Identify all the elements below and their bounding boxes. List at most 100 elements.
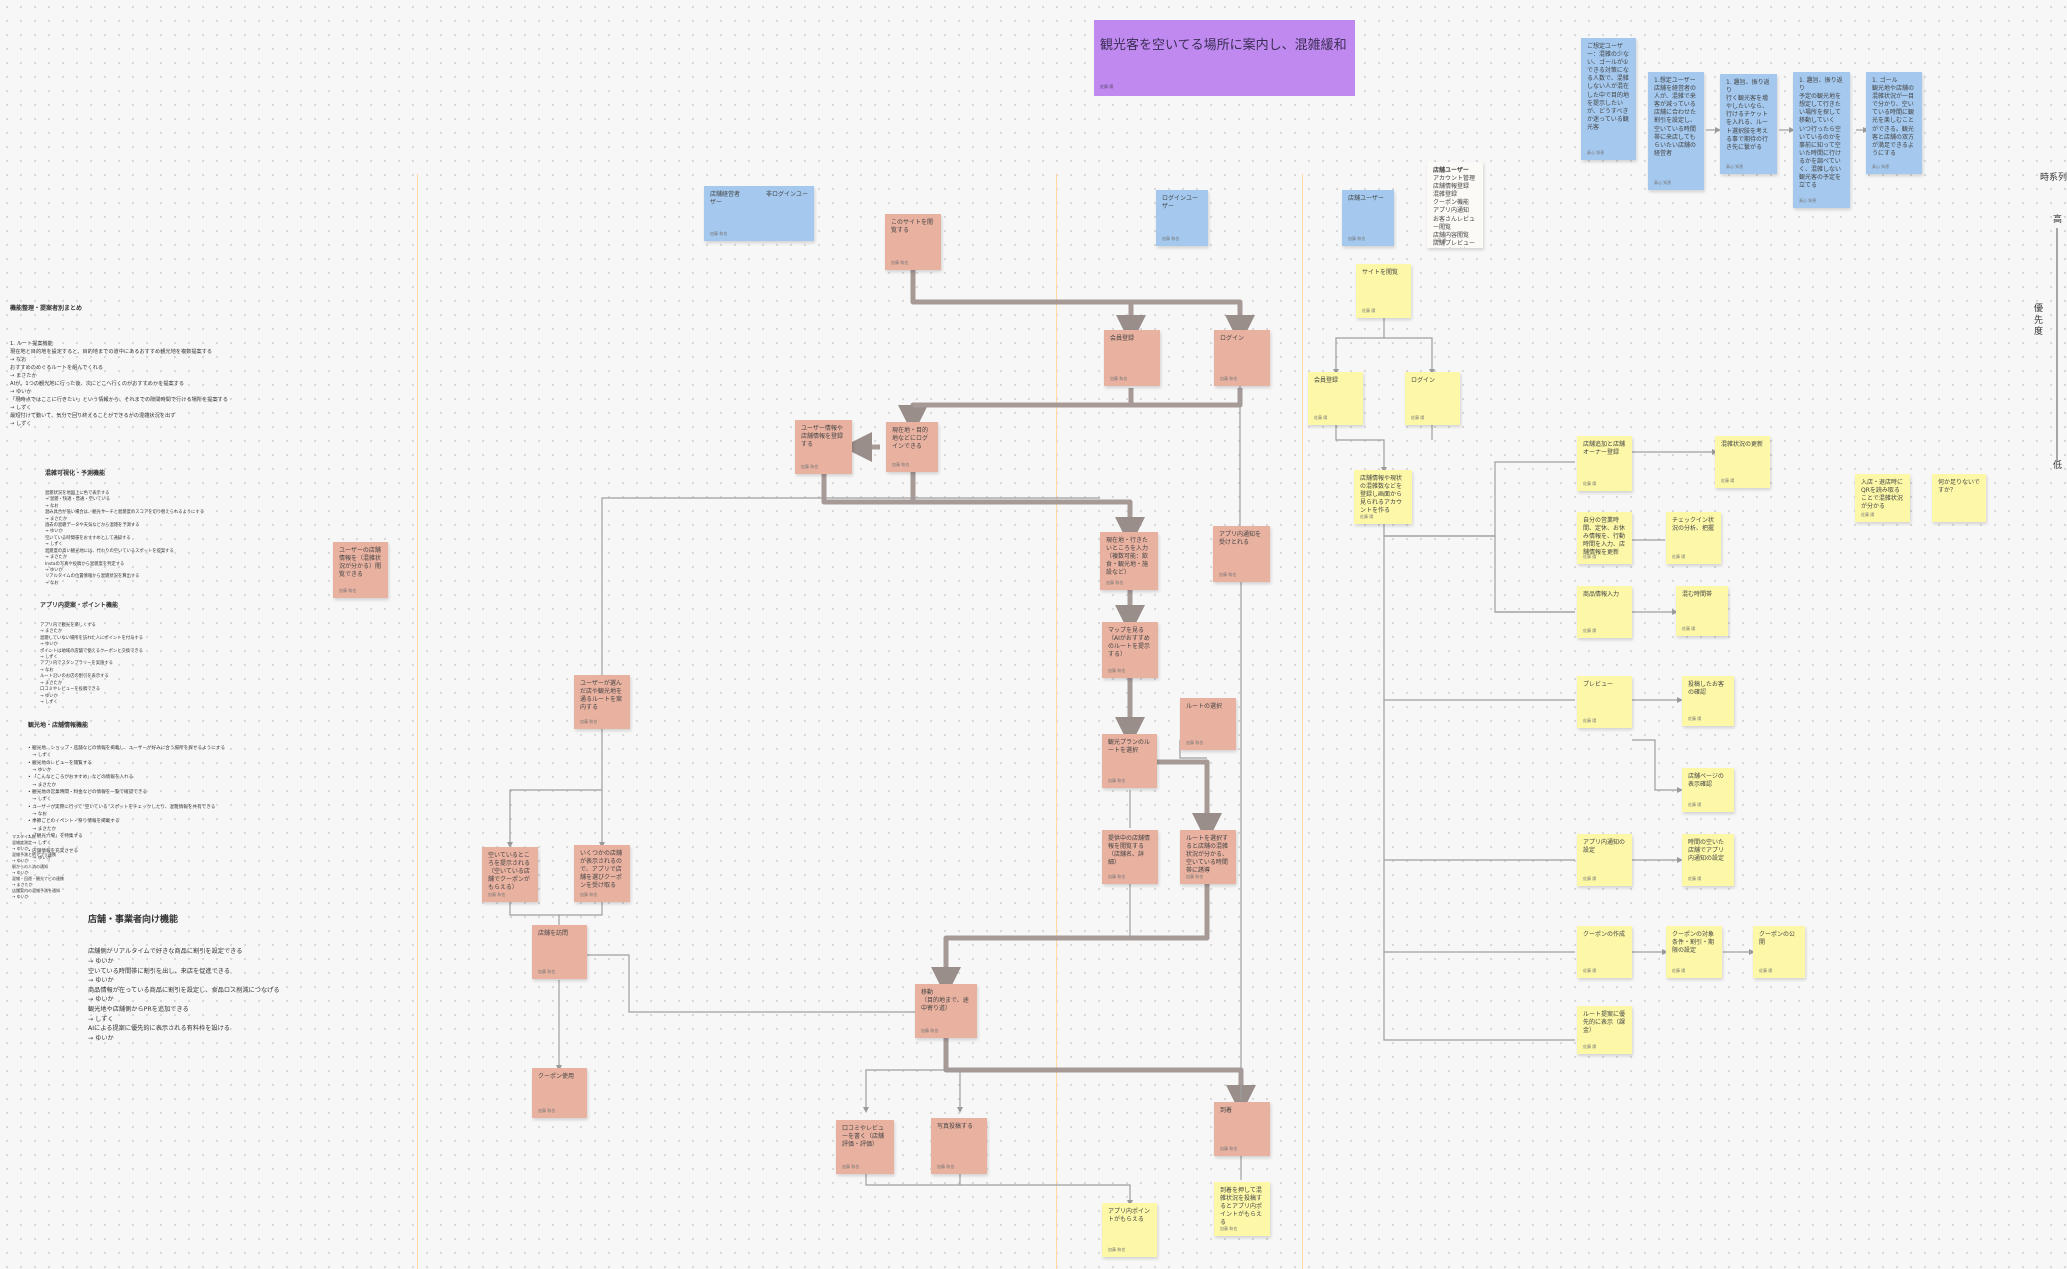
section-line: 駅からの人流の通知 — [12, 864, 48, 869]
idea-note-qr[interactable]: 入店・退店時にQRを読み取ることで混雑状況が分かる佐藤 陽 — [1855, 474, 1910, 522]
section-line: 空いている時間帯をおすすめとして通知する — [45, 535, 131, 541]
section-line: → ゆいか — [40, 642, 58, 648]
section-line: • 「観光穴場」を特集する — [28, 834, 83, 840]
section-line: → ゆいか — [12, 870, 29, 875]
flow-step-visit[interactable]: このサイトを閲覧する加藤 和也 — [885, 214, 941, 270]
flow-step-visit-store[interactable]: 店舗を訪問加藤 和也 — [532, 925, 587, 979]
section-line: → なお — [28, 812, 47, 818]
section-line: → しずく — [88, 1015, 114, 1023]
persona-note[interactable]: 1.想定ユーザー 店舗を経営者の人が、混雑で来客が減っている店舗に合わせた割引を… — [1648, 72, 1704, 190]
flow-step-login[interactable]: ログイン加藤 和也 — [1214, 330, 1270, 386]
store-step-store-info[interactable]: 店舗情報や現状の混雑数などを登録し画面から見られるアカウントを作る佐藤 陽 — [1354, 470, 1412, 524]
store-step-checkin[interactable]: チェックイン状況の分析、把握佐藤 陽 — [1666, 512, 1721, 564]
feature-list-item: 店舗プレビュー — [1433, 239, 1476, 247]
store-step-app-notify[interactable]: アプリ内通知の設定佐藤 陽 — [1577, 834, 1632, 886]
board-title-card[interactable]: 観光客を空いてる場所に案内し、混雑緩和 佐藤 陽 — [1094, 20, 1355, 96]
idea-note-question[interactable]: 何か足りないですか？ — [1932, 474, 1986, 522]
lane-header-store-guest[interactable]: 店舗経営者 非ログインユーザー 加藤 和也 — [704, 186, 814, 241]
store-step-notify-set[interactable]: 時間の空いた店舗でアプリ内通知の設定佐藤 陽 — [1682, 834, 1734, 886]
store-step-review-confirm[interactable]: 投稿したお客の確認佐藤 陽 — [1682, 676, 1734, 726]
persona-note[interactable]: 1. 趣旨、振り返り 行く観光客を増やしたいなら、行けるチケットを入れる、ルート… — [1720, 74, 1777, 174]
store-step-route-priority[interactable]: ルート提案に優先的に表示（課金）佐藤 陽 — [1577, 1006, 1632, 1054]
store-step-site[interactable]: サイトを閲覧佐藤 陽 — [1356, 264, 1411, 318]
store-step-sales[interactable]: 商品情報入力佐藤 陽 — [1577, 586, 1632, 638]
flow-step-view[interactable]: 現在地・目的地などにログインできる加藤 和也 — [886, 422, 938, 472]
persona-note[interactable]: 1. 趣旨、振り返り 予定の観光地を想定して行きたい場所を探して移動していく い… — [1793, 72, 1850, 208]
crowd-visualization-section[interactable]: 混雑可視化・予測機能 混雑状況を地図上に色で表示する→ 混雑・快適・普通・空いて… — [45, 469, 205, 586]
store-business-section[interactable]: 店舗・事業者向け機能 店舗側がリアルタイムで好きな商品に割引を設定できる→ ゆい… — [88, 915, 280, 1042]
section-line: → なお — [45, 503, 59, 509]
flow-step-current-location[interactable]: 現在地・行きたいところを入力（複数可能：飲食・観光地・施設など）加藤 和也 — [1100, 532, 1158, 590]
flow-step-app-notify[interactable]: アプリ内通知を受けとれる加藤 和也 — [1213, 526, 1270, 582]
section-line: 店舗案内の混雑予測を通知 — [12, 888, 60, 893]
app-point-section[interactable]: アプリ内提案・ポイント機能 アプリ内で観光を楽しくする→ まさたか混雑していない… — [40, 601, 143, 705]
section-line: • 観光地のレビューを閲覧する — [28, 760, 92, 766]
flow-step-arrive[interactable]: 到着加藤 和也 — [1214, 1102, 1270, 1156]
section-line: → ゆいか — [28, 856, 52, 862]
flow-step-select-route[interactable]: 観光プランのルートを選択加藤 和也 — [1102, 734, 1157, 788]
store-step-login[interactable]: ログイン佐藤 陽 — [1405, 372, 1460, 425]
section-line: → ゆいか — [45, 568, 63, 573]
section-line: → なお — [45, 580, 59, 586]
priority-low-label: 低 — [2053, 461, 2063, 471]
lane-header-login-user[interactable]: ログインユーザー 加藤 和也 — [1156, 190, 1208, 246]
store-step-coupon-publish[interactable]: クーポンの公開佐藤 陽 — [1753, 926, 1805, 978]
section-line: AIによる提案に優先的に表示される有料枠を設ける — [88, 1025, 230, 1033]
flow-step-want-go[interactable]: 空いているところを提示される（空いている店舗でクーポンがもらえる）加藤 和也 — [482, 847, 538, 902]
flow-step-coupon-use[interactable]: クーポン使用加藤 和也 — [532, 1068, 587, 1118]
section-line: → ゆいか — [88, 977, 114, 985]
flow-step-register[interactable]: 会員登録加藤 和也 — [1104, 330, 1160, 386]
store-step-busy-time[interactable]: 混む時間帯佐藤 陽 — [1676, 586, 1728, 636]
feature-list-item: 店舗内容閲覧 — [1433, 231, 1470, 239]
persona-note[interactable]: 1. ゴール 観光地や店舗の混雑状況が一目で分かり、空いている時間に観光を楽しむ… — [1866, 72, 1922, 174]
flow-step-photo[interactable]: 写真投稿する加藤 和也 — [931, 1118, 987, 1174]
flow-step-reservation[interactable]: ルートを選択すると店舗の混雑状況が分かる、空いている時間帯に誘導加藤 和也 — [1180, 830, 1236, 884]
summary-text[interactable]: 機能整理・提案者別まとめ 1. ルート提案機能現在地と目的地を設定すると、目的地… — [10, 305, 228, 428]
tourism-info-section[interactable]: 観光地・店舗情報機能 • 観光地、ショップ・店舗などの情報を掲載し、ユーザーが好… — [28, 721, 226, 862]
store-step-hours[interactable]: 自分の営業時間、定休、お休み情報を、行動時間を入力、店舗情報を更新佐藤 陽 — [1577, 512, 1632, 564]
misc-notes[interactable]: マスタイム数混雑度測定→ ゆいか混雑予測と他アプリ連携→ ゆいか駅からの人流の通… — [12, 822, 64, 912]
persona-note[interactable]: ご想定ユーザー：混雑の少ない、ゴールが①できる対策になる人数で、混雑しない人が混… — [1581, 38, 1636, 160]
summary-line: → しずく — [10, 405, 32, 412]
section-line: ポイントは地域の店舗で使えるクーポンと交換できる — [40, 648, 143, 654]
section-line: → しずく — [28, 841, 52, 847]
flow-step-route-choice[interactable]: ルートの選択加藤 和也 — [1180, 698, 1236, 750]
section-line: アプリ内で観光を楽しくする — [40, 622, 96, 628]
section-line: → まさたか — [28, 782, 57, 788]
flow-step-move[interactable]: 移動 （目的地まで、途中寄り道）加藤 和也 — [915, 984, 977, 1038]
lane-header-store-user[interactable]: 店舗ユーザー 加藤 和也 — [1342, 190, 1394, 246]
summary-line: AIが、1つの観光地に行った後、次にどこへ行くのがおすすめかを提案する — [10, 380, 185, 387]
store-step-preview[interactable]: プレビュー佐藤 陽 — [1577, 676, 1632, 728]
store-step-register[interactable]: 会員登録佐藤 陽 — [1308, 372, 1363, 425]
store-step-store-add[interactable]: 店舗追加と店舗オーナー登録佐藤 陽 — [1577, 436, 1632, 491]
section-line: 混雑・回遊・観光ナビの連携 — [12, 876, 64, 881]
summary-line: 1. ルート提案機能 — [10, 340, 53, 347]
flow-step-userinfo[interactable]: ユーザー情報や店舗情報を登録する加藤 和也 — [795, 420, 852, 474]
flow-step-several-stores[interactable]: いくつかの店舗が表示されるので、アプリで店舗を選びクーポンを受け取る加藤 和也 — [574, 845, 630, 902]
flow-step-review[interactable]: 口コミやレビューを書く（店舗評価・評価）加藤 和也 — [836, 1120, 894, 1174]
section-line: → ゆいか — [88, 1034, 114, 1042]
store-user-feature-list[interactable]: 店舗ユーザー アカウント管理店舗情報登録混雑登録クーポン機能アプリ内通知お客さん… — [1427, 162, 1483, 248]
section-line: 観光地や店舗側からPRを追加できる — [88, 1006, 189, 1014]
flow-result-point[interactable]: アプリ内ポイントがもらえる加藤 和也 — [1102, 1203, 1157, 1257]
store-step-coupon[interactable]: クーポンの作成佐藤 陽 — [1577, 926, 1632, 978]
flow-step-store-detail[interactable]: 提供中の店舗情報を閲覧する（店舗名、詳細）加藤 和也 — [1102, 830, 1158, 884]
section-line: アプリ内でスタンプラリーを実施する — [40, 661, 113, 667]
flow-step-user-route[interactable]: ユーザーが選んだ店や観光地を通るルートを案内する加藤 和也 — [574, 675, 630, 729]
store-step-coupon-set[interactable]: クーポンの対象条件・割引・期限の設定佐藤 陽 — [1666, 926, 1722, 978]
section-line: → まさたか — [12, 882, 33, 887]
store-step-crowd-count[interactable]: 混雑状況の更新佐藤 陽 — [1715, 436, 1770, 488]
store-step-user-review[interactable]: 店舗ページの表示確認佐藤 陽 — [1682, 768, 1734, 812]
flow-step-map[interactable]: マップを見る （AIがおすすめのルートを提示する）加藤 和也 — [1102, 622, 1158, 678]
summary-line: → ゆいか — [10, 388, 32, 395]
section-line: 混雑予測と他アプリ連携 — [12, 852, 56, 857]
flow-step-store-left[interactable]: ユーザーの店舗情報を（混雑状況が分かる）閲覧できる加藤 和也 — [333, 542, 388, 598]
section-line: 口コミやレビューを投稿できる — [40, 687, 101, 693]
summary-line: おすすめのめぐるルートを組んでくれる — [10, 364, 104, 371]
flow-result-arrive-point[interactable]: 到着を押して混雑状況を投稿するとアプリ内ポイントがもらえる加藤 和也 — [1214, 1182, 1270, 1236]
section-line: → ゆいか — [12, 858, 29, 863]
feature-list-item: お客さんレビュー閲覧 — [1433, 215, 1476, 231]
section-line: 混雑状況を地図上に色で表示する — [45, 490, 110, 496]
section-line: → しずく — [40, 700, 58, 705]
